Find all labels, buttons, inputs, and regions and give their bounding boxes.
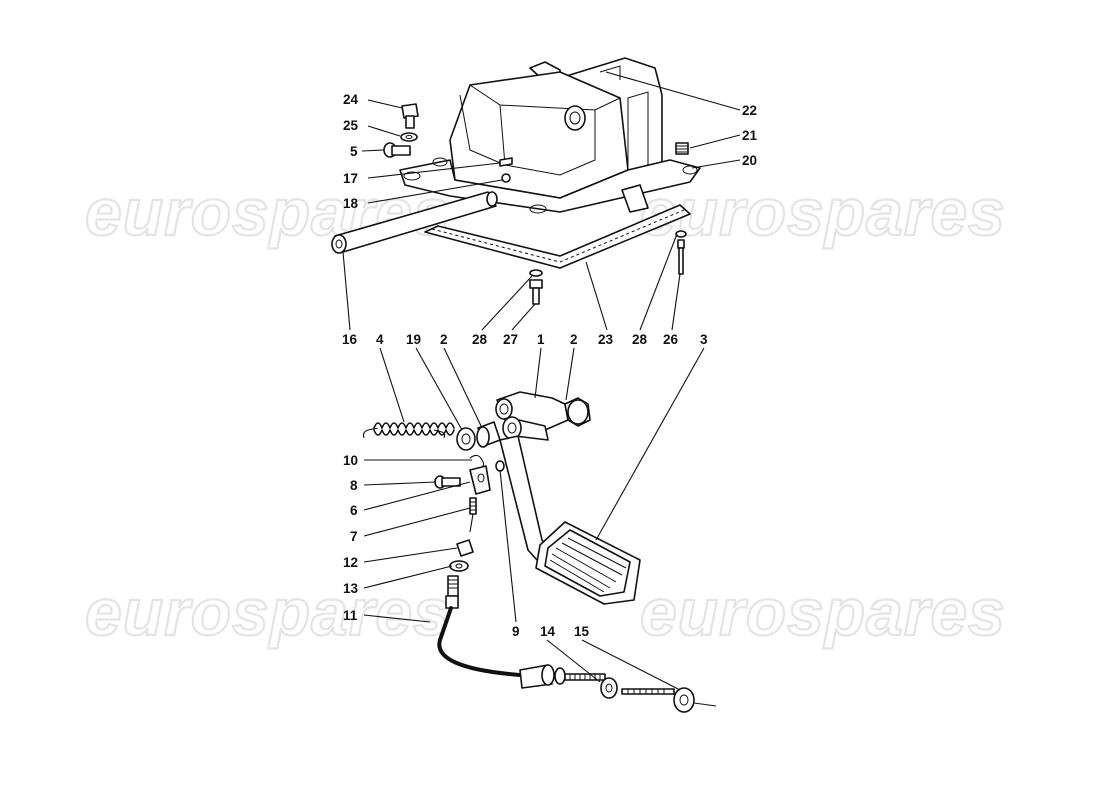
clutch-pedal-assembly bbox=[362, 391, 717, 713]
callout-6: 6 bbox=[350, 503, 358, 518]
callout-3: 3 bbox=[700, 332, 708, 347]
callout-25: 25 bbox=[343, 118, 359, 133]
gasket bbox=[424, 204, 691, 269]
pedal-box-housing bbox=[331, 57, 701, 254]
watermark-bottom-right: eurospares bbox=[640, 575, 1006, 649]
watermarks: eurospares eurospares eurospares eurospa… bbox=[84, 174, 1006, 650]
callout-21: 21 bbox=[742, 128, 758, 143]
watermark-bottom-left: eurospares bbox=[85, 575, 451, 649]
callout-2-left: 2 bbox=[440, 332, 448, 347]
top-fasteners bbox=[383, 103, 419, 158]
callout-8: 8 bbox=[350, 478, 358, 493]
callout-2-right: 2 bbox=[570, 332, 578, 347]
callout-5: 5 bbox=[350, 144, 358, 159]
callout-10: 10 bbox=[343, 453, 358, 468]
callout-19: 19 bbox=[406, 332, 421, 347]
callout-15: 15 bbox=[574, 624, 590, 639]
callout-28-right: 28 bbox=[632, 332, 648, 347]
callout-17: 17 bbox=[343, 171, 358, 186]
callout-11: 11 bbox=[343, 608, 358, 623]
callout-28-left: 28 bbox=[472, 332, 488, 347]
callout-14: 14 bbox=[540, 624, 556, 639]
callout-26: 26 bbox=[663, 332, 679, 347]
callout-9: 9 bbox=[512, 624, 520, 639]
right-fasteners bbox=[675, 142, 689, 275]
callout-13: 13 bbox=[343, 581, 359, 596]
callout-16: 16 bbox=[342, 332, 358, 347]
leader-lines bbox=[342, 71, 741, 691]
callout-12: 12 bbox=[343, 555, 358, 570]
callout-23: 23 bbox=[598, 332, 614, 347]
callout-20: 20 bbox=[742, 153, 757, 168]
callout-1: 1 bbox=[537, 332, 545, 347]
watermark-top-left: eurospares bbox=[85, 175, 451, 249]
callout-22: 22 bbox=[742, 103, 757, 118]
callout-7: 7 bbox=[350, 529, 358, 544]
lower-fasteners bbox=[529, 269, 543, 305]
callout-18: 18 bbox=[343, 196, 359, 211]
callout-24: 24 bbox=[343, 92, 359, 107]
callout-labels: 24 25 5 17 18 22 21 20 16 28 27 23 28 26… bbox=[342, 92, 758, 639]
callout-27: 27 bbox=[503, 332, 518, 347]
watermark-top-right: eurospares bbox=[640, 175, 1006, 249]
callout-4: 4 bbox=[376, 332, 384, 347]
